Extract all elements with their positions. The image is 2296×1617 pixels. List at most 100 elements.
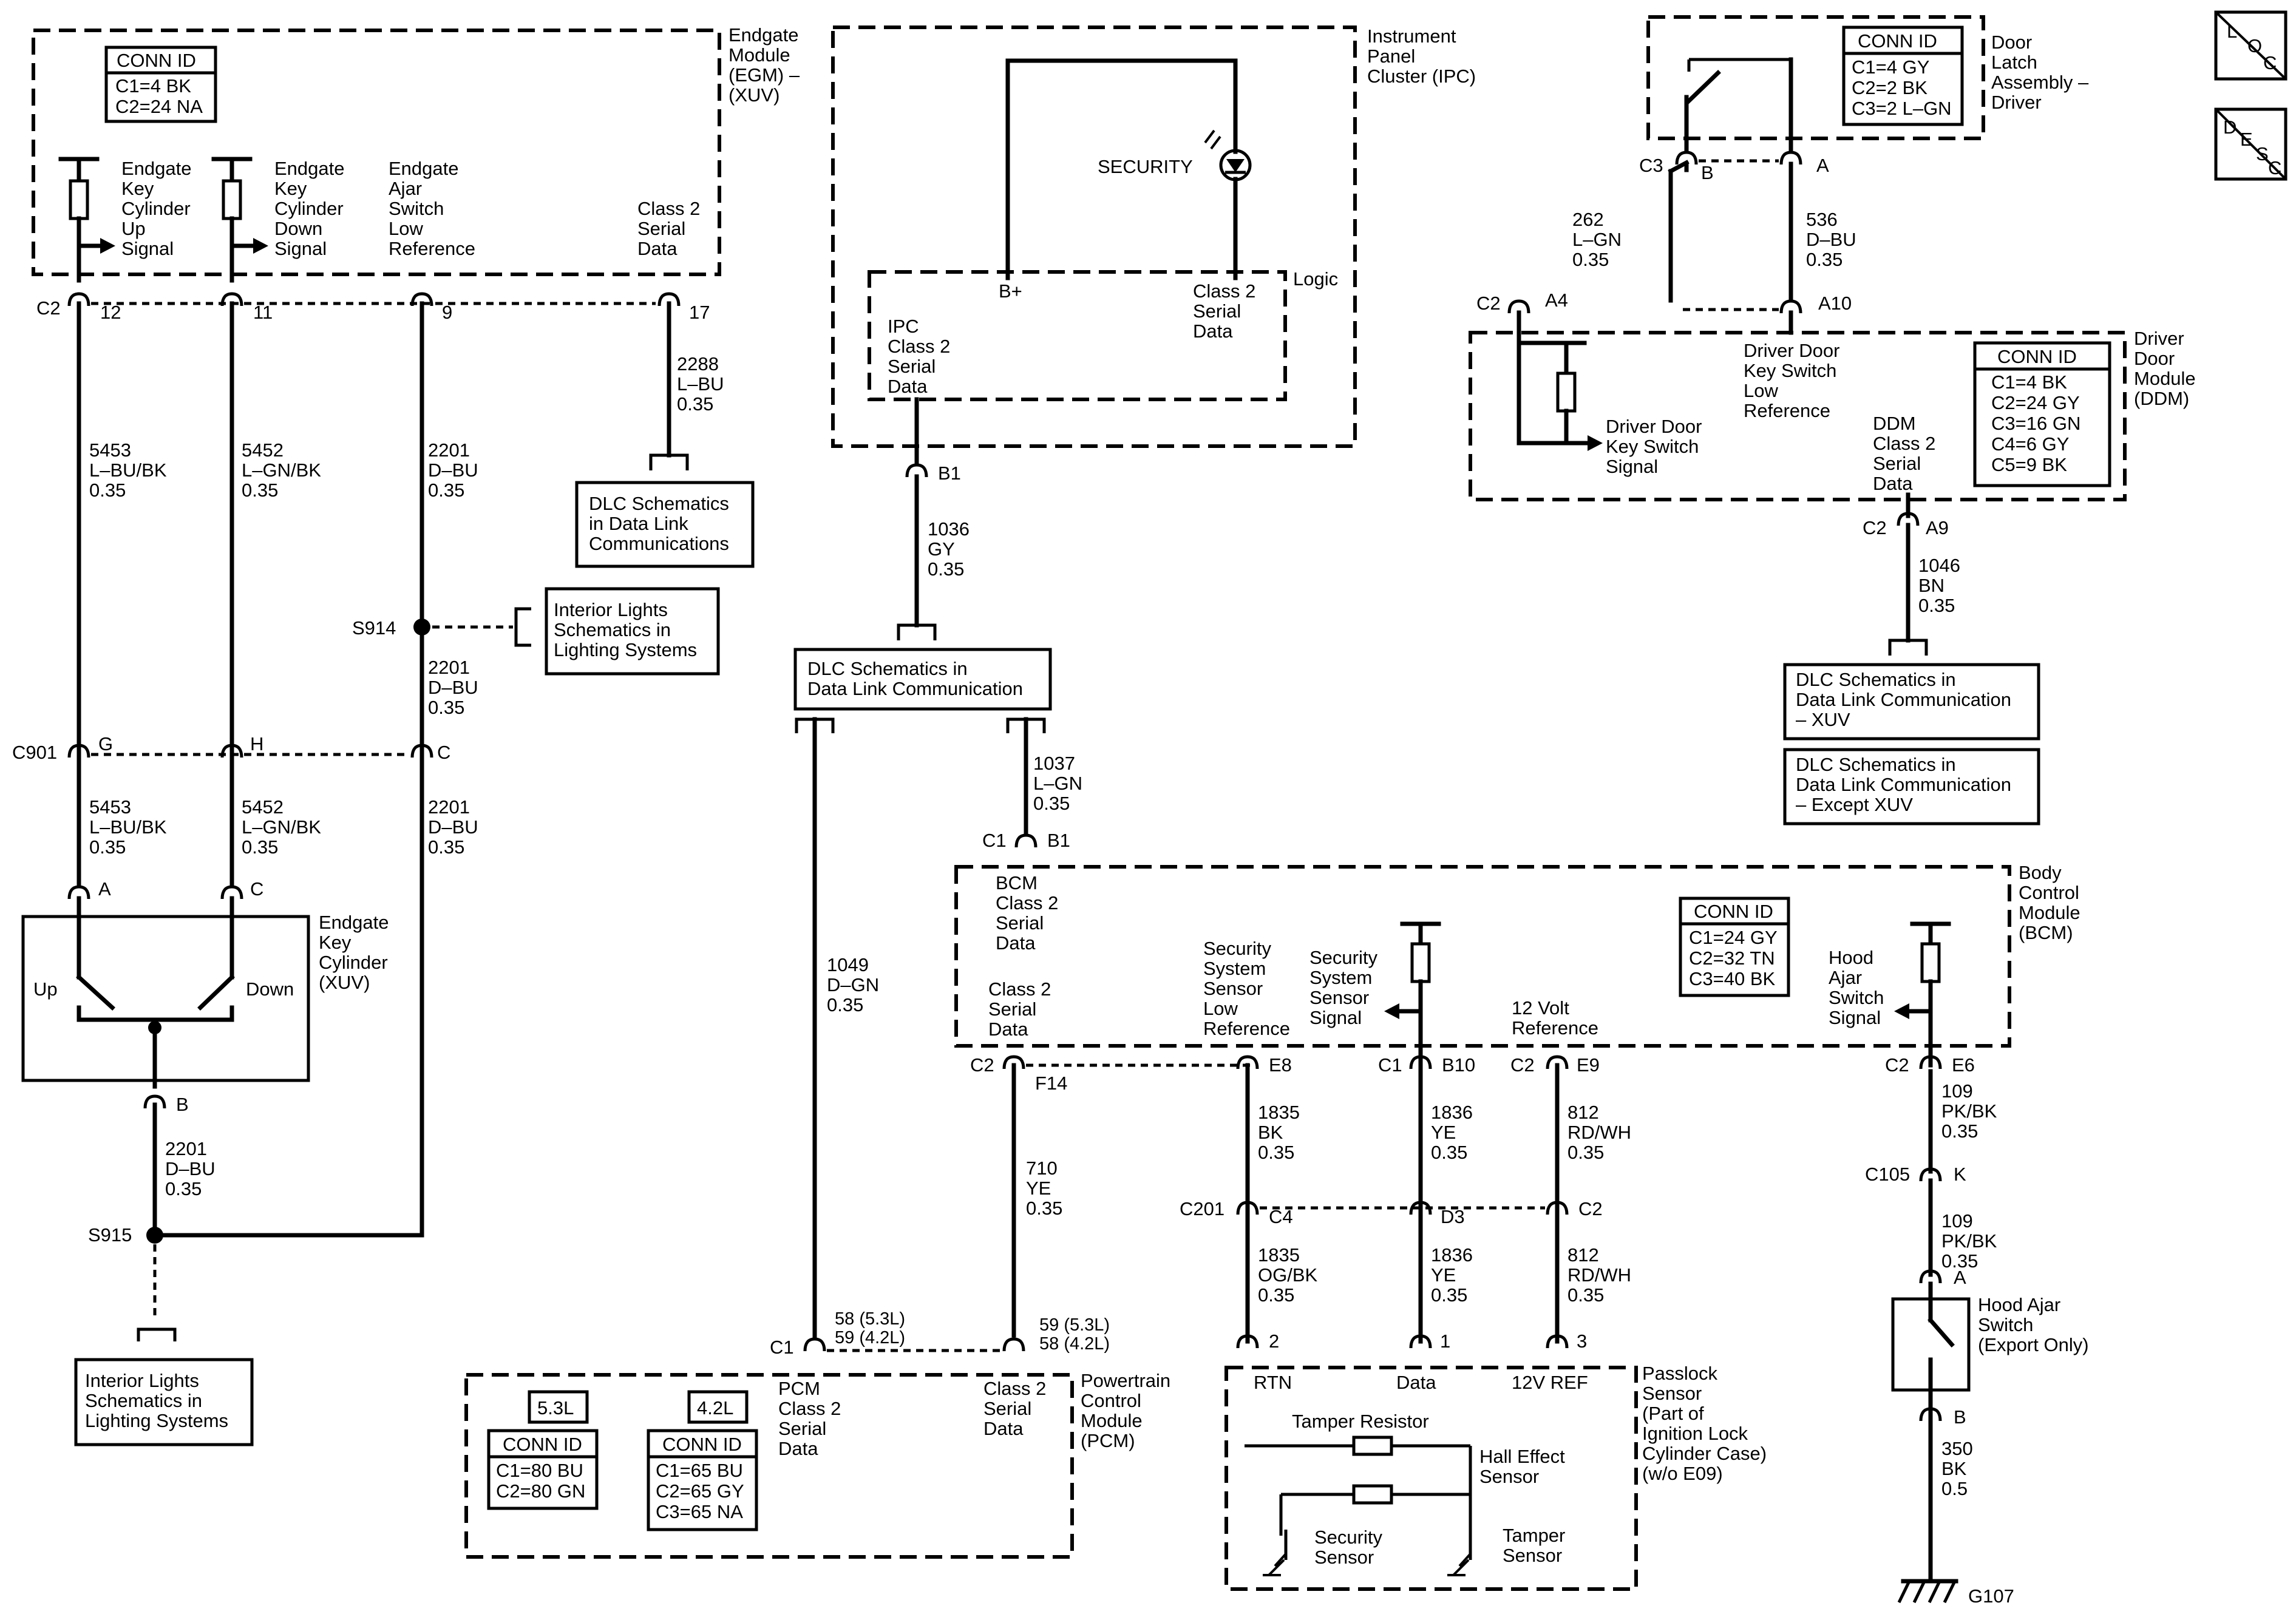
svg-text:Door: Door xyxy=(1991,32,2032,53)
svg-text:2: 2 xyxy=(1269,1331,1279,1352)
egm-key-up-circuit: Endgate Key Cylinder Up Signal xyxy=(58,157,192,283)
svg-text:Ajar: Ajar xyxy=(1829,967,1862,988)
svg-text:Latch: Latch xyxy=(1991,52,2037,73)
svg-text:0.35: 0.35 xyxy=(428,697,464,718)
svg-text:C1: C1 xyxy=(770,1337,794,1358)
wire-1836: 1836 YE 0.35 xyxy=(1418,1063,1473,1210)
svg-text:Key Switch: Key Switch xyxy=(1606,436,1699,457)
svg-text:350: 350 xyxy=(1941,1438,1973,1459)
passlock-sensor: 2 1 3 Passlock Sensor (Part of Ignition … xyxy=(1224,1331,1767,1591)
svg-text:CONN ID: CONN ID xyxy=(1997,346,2077,367)
wire-1046: 1046 BN 0.35 xyxy=(1888,523,1960,656)
svg-text:CONN ID: CONN ID xyxy=(503,1434,582,1455)
svg-text:Signal: Signal xyxy=(274,238,327,259)
svg-text:Low: Low xyxy=(1203,998,1238,1019)
egm-conn-id-table: CONN ID C1=4 BK C2=24 NA xyxy=(104,46,217,123)
svg-text:1049: 1049 xyxy=(827,954,869,975)
svg-text:0.35: 0.35 xyxy=(1941,1120,1978,1142)
svg-text:Module: Module xyxy=(729,44,790,66)
svg-text:H: H xyxy=(250,733,263,754)
pcm-53l-conn-id-table: CONN ID C1=80 BU C2=80 GN xyxy=(487,1429,599,1510)
pcm-53l-badge: 5.3L xyxy=(528,1390,589,1424)
svg-text:C2: C2 xyxy=(1885,1054,1909,1076)
svg-text:OG/BK: OG/BK xyxy=(1258,1264,1318,1286)
svg-text:Sensor: Sensor xyxy=(1203,978,1263,999)
svg-text:5452: 5452 xyxy=(242,439,284,461)
wire-812-lower: 812 RD/WH 0.35 xyxy=(1555,1209,1631,1344)
svg-text:Switch: Switch xyxy=(1829,987,1884,1008)
svg-text:0.35: 0.35 xyxy=(89,836,126,858)
svg-text:Sensor: Sensor xyxy=(1479,1466,1539,1487)
svg-text:Class 2: Class 2 xyxy=(996,892,1058,914)
legend-loc-icon[interactable]: L O C xyxy=(2214,10,2288,81)
svg-text:D–BU: D–BU xyxy=(428,677,478,698)
svg-text:9: 9 xyxy=(442,302,452,323)
svg-text:Sensor: Sensor xyxy=(1309,987,1369,1008)
svg-text:Class 2: Class 2 xyxy=(637,198,700,219)
svg-text:0.35: 0.35 xyxy=(1033,793,1070,814)
svg-text:Signal: Signal xyxy=(121,238,174,259)
svg-text:0.35: 0.35 xyxy=(242,480,278,501)
svg-text:812: 812 xyxy=(1567,1102,1599,1123)
svg-text:PCM: PCM xyxy=(778,1378,820,1399)
svg-text:B1: B1 xyxy=(938,463,961,484)
svg-text:Schematics in: Schematics in xyxy=(554,619,671,640)
wire-1049: 1049 D–GN 0.35 xyxy=(812,717,879,1341)
svg-text:(XUV): (XUV) xyxy=(319,972,370,993)
svg-text:Class 2: Class 2 xyxy=(983,1378,1046,1399)
svg-text:C3=2 L–GN: C3=2 L–GN xyxy=(1852,98,1952,119)
svg-text:0.35: 0.35 xyxy=(1572,249,1609,270)
svg-text:BN: BN xyxy=(1918,575,1944,596)
interior-lights-reference-2[interactable]: Interior Lights Schematics in Lighting S… xyxy=(74,1358,254,1446)
egm-title: Endgate Module (EGM) – (XUV) xyxy=(729,24,800,106)
svg-text:Serial: Serial xyxy=(637,218,685,239)
pcm-42l-badge: 4.2L xyxy=(687,1390,749,1424)
svg-text:0.35: 0.35 xyxy=(1258,1142,1294,1163)
dlc-xuv-reference[interactable]: DLC Schematics in Data Link Communicatio… xyxy=(1783,663,2040,741)
svg-text:0.35: 0.35 xyxy=(677,393,713,415)
svg-text:C201: C201 xyxy=(1180,1198,1224,1219)
svg-text:(DDM): (DDM) xyxy=(2134,388,2189,409)
legend-desc-icon[interactable]: D E S C xyxy=(2214,107,2288,181)
svg-text:1835: 1835 xyxy=(1258,1102,1300,1123)
svg-text:Down: Down xyxy=(246,978,294,1000)
svg-text:E: E xyxy=(2240,129,2253,150)
svg-text:3: 3 xyxy=(1577,1331,1587,1352)
interior-lights-reference-1[interactable]: Interior Lights Schematics in Lighting S… xyxy=(545,587,720,676)
svg-text:L–GN/BK: L–GN/BK xyxy=(242,459,321,481)
svg-text:Driver Door: Driver Door xyxy=(1606,416,1702,437)
svg-text:CONN ID: CONN ID xyxy=(662,1434,742,1455)
svg-text:Switch: Switch xyxy=(1978,1314,2033,1335)
svg-text:B: B xyxy=(176,1094,189,1115)
svg-text:Key: Key xyxy=(274,178,307,199)
dlc-center-reference[interactable]: DLC Schematics in Data Link Communicatio… xyxy=(793,648,1052,733)
svg-text:5453: 5453 xyxy=(89,439,131,461)
svg-text:in Data Link: in Data Link xyxy=(589,513,688,534)
svg-text:Signal: Signal xyxy=(1829,1007,1881,1028)
svg-text:5452: 5452 xyxy=(242,796,284,818)
svg-text:System: System xyxy=(1203,958,1266,979)
svg-text:1: 1 xyxy=(1440,1331,1450,1352)
svg-text:536: 536 xyxy=(1806,209,1838,230)
svg-text:C: C xyxy=(2268,157,2281,178)
svg-text:C1=4 BK: C1=4 BK xyxy=(1991,371,2067,393)
wire-262-jog xyxy=(1668,160,1690,174)
svg-text:A9: A9 xyxy=(1926,517,1949,538)
svg-text:Sensor: Sensor xyxy=(1642,1383,1702,1404)
svg-text:(XUV): (XUV) xyxy=(729,84,779,106)
dlc-egm-reference[interactable]: DLC Schematics in Data Link Communicatio… xyxy=(575,481,755,568)
svg-text:C2: C2 xyxy=(36,297,61,319)
dlc-except-xuv-reference[interactable]: DLC Schematics in Data Link Communicatio… xyxy=(1783,748,2040,825)
pcm-42l-conn-id-table: CONN ID C1=65 BU C2=65 GY C3=65 NA xyxy=(647,1429,758,1531)
wire-2201-lower: 2201 D–BU 0.35 xyxy=(154,752,478,1238)
svg-text:Serial: Serial xyxy=(888,356,936,377)
svg-text:Reference: Reference xyxy=(1744,400,1830,421)
svg-text:2201: 2201 xyxy=(428,796,470,818)
wire-2288: 2288 L–BU 0.35 xyxy=(649,301,724,470)
svg-text:Assembly –: Assembly – xyxy=(1991,72,2089,93)
wire-812: 812 RD/WH 0.35 xyxy=(1555,1063,1631,1210)
svg-text:0.35: 0.35 xyxy=(89,480,126,501)
splice-s915: S915 xyxy=(88,1224,177,1341)
svg-text:Data: Data xyxy=(1193,320,1233,342)
svg-text:4.2L: 4.2L xyxy=(697,1397,733,1419)
